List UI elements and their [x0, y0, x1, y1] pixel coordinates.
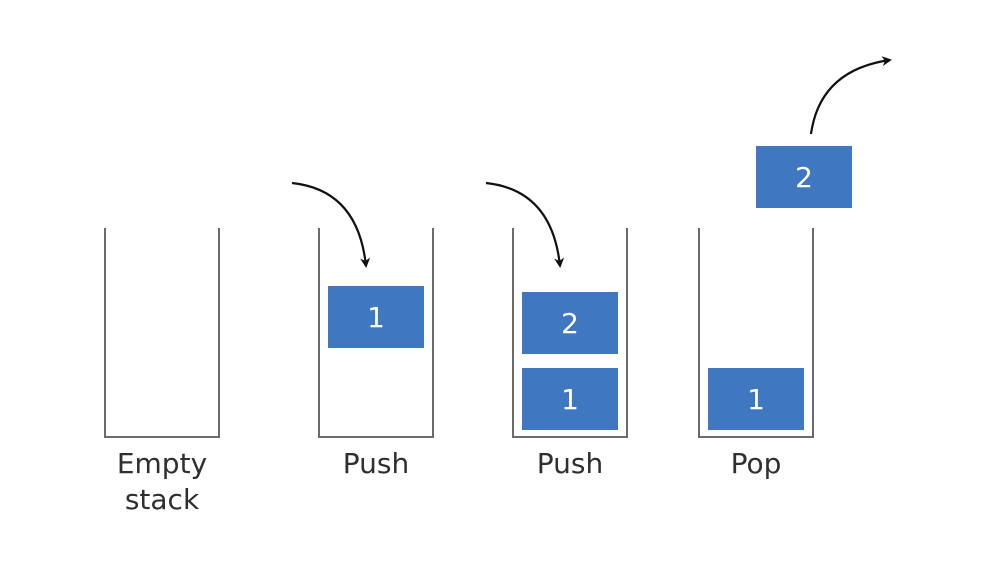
stack-container-empty	[104, 228, 220, 438]
stack-block: 1	[328, 286, 424, 348]
stage-label-pop: Pop	[730, 447, 782, 480]
stack-container-pop: 1	[698, 228, 814, 438]
stack-block: 1	[522, 368, 618, 430]
stage-label-push-1: Push	[342, 447, 410, 480]
stage-label-line1: Empty	[116, 447, 208, 480]
stage-label-line2: stack	[124, 483, 200, 516]
stack-block: 2	[522, 292, 618, 354]
stack-container-push-1: 1	[318, 228, 434, 438]
popped-block: 2	[756, 146, 852, 208]
pop-arrow	[809, 56, 892, 135]
stack-container-push-2: 2 1	[512, 228, 628, 438]
stack-block: 1	[708, 368, 804, 430]
stage-label-empty: Empty stack	[82, 446, 242, 518]
stage-label-push-2: Push	[536, 447, 604, 480]
